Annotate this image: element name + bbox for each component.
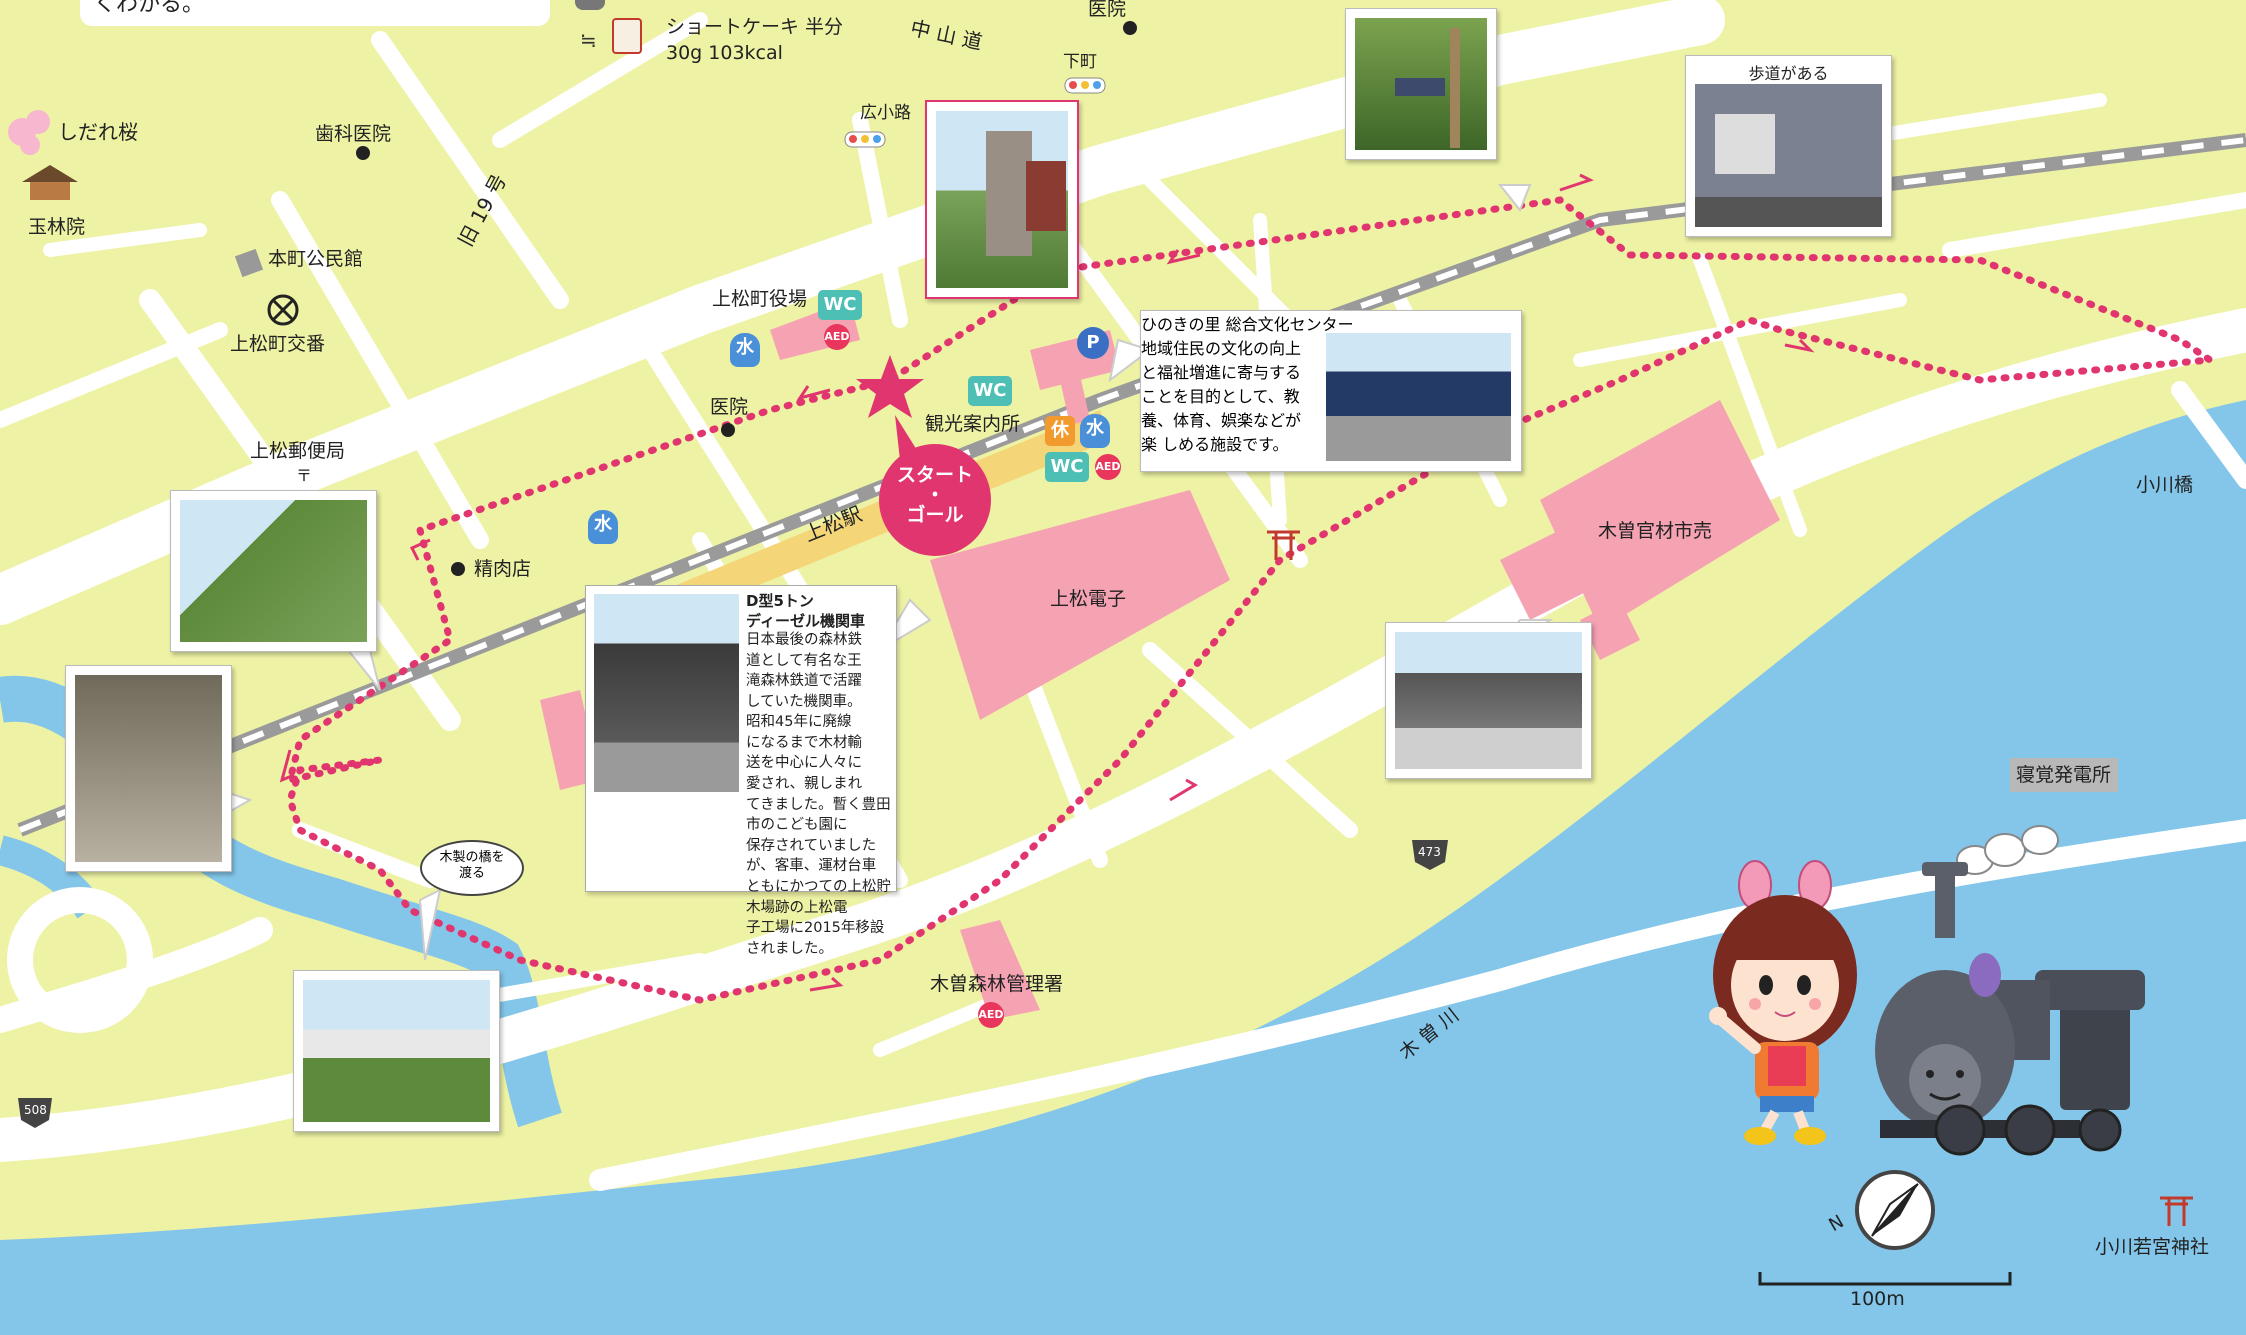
route-arrow [1166, 249, 1201, 265]
top-note-box: くわかる。 [80, 0, 550, 26]
wc-badge-station: WC [968, 376, 1012, 406]
diesel-title: D型5トン ディーゼル機関車 [746, 592, 865, 630]
dot-iin-top [1123, 21, 1137, 35]
route-473-shield [1412, 840, 1448, 870]
dot-shika [356, 146, 370, 160]
scale-bar [1758, 1272, 2012, 1286]
traffic-signal-shimomachi [1064, 77, 1106, 94]
photo-kanzai [1385, 622, 1592, 779]
dot-iin-mid [721, 423, 735, 437]
walking-route [285, 196, 2221, 1004]
wc-badge-office: WC [818, 290, 862, 320]
community-hall-icon [234, 248, 264, 278]
label-ogawa-bridge: 小川橋 [2136, 474, 2194, 496]
info-hinoki: ひのきの里 総合文化センター 地域住民の文化の向上 と福祉増進に寄与する ことを… [1140, 310, 1522, 472]
label-scale: 100m [1850, 1288, 1905, 1310]
building-kanzai [1540, 400, 1780, 630]
start-star [856, 355, 924, 418]
label-kiso-kanzai: 木曽官材市売 [1598, 520, 1713, 542]
route-arrow [1559, 173, 1594, 192]
label-wakamiya-shrine: 小川若宮神社 [2095, 1236, 2210, 1258]
label-agematsu-denshi: 上松電子 [1050, 588, 1127, 610]
water-badge-south: 水 [588, 510, 618, 544]
shrine-icon [1267, 530, 1300, 560]
label-town-office: 上松町役場 [712, 288, 808, 310]
parking-badge: P [1077, 327, 1109, 359]
label-shika-iin: 歯科医院 [315, 123, 392, 145]
label-butcher: 精肉店 [474, 558, 532, 580]
dot-butcher [451, 562, 465, 576]
building-denshi [930, 490, 1230, 720]
label-shimomachi: 下町 [1063, 52, 1097, 72]
station-platform [640, 410, 1110, 630]
label-route508: 508 [24, 1103, 47, 1117]
label-iin-mid: 医院 [710, 396, 749, 418]
photo-bridge-path [65, 665, 232, 872]
temple-icon [8, 110, 78, 200]
route-arrow [796, 385, 831, 401]
label-agematsu-koban: 上松町交番 [230, 333, 326, 355]
wc-badge-station-2: WC [1045, 452, 1089, 482]
route-arrow [279, 749, 295, 783]
start-goal-bubble [879, 444, 991, 556]
diesel-body: 日本最後の森林鉄 道として有名な王 滝森林鉄道で活躍 していた機関車。 昭和45… [746, 632, 891, 957]
photo-houses [293, 970, 500, 1132]
photo-underpass: 歩道がある [1685, 55, 1892, 237]
photo-tower [925, 100, 1079, 299]
label-tourist-info: 観光案内所 [925, 413, 1021, 435]
cake-kcal: 30g 103kcal [666, 42, 783, 64]
police-box-icon [267, 294, 299, 326]
wooden-bridge-bubble: 木製の橋を 渡る [420, 840, 524, 896]
mascot-illustration [1709, 860, 1857, 1145]
water-badge-station: 水 [1080, 414, 1110, 448]
cake-strip [575, 0, 605, 10]
aed-badge-office: AED [824, 324, 850, 350]
compass-icon [1855, 1170, 1935, 1250]
wooden-bridge-text: 木製の橋を 渡る [439, 850, 505, 882]
route-arrow [1169, 778, 1198, 802]
photo-diesel [594, 594, 739, 792]
info-diesel: D型5トン ディーゼル機関車 日本最後の森林鉄 道として有名な王 滝森林鉄道で活… [585, 585, 897, 957]
label-shidarezakura: しだれ桜 [58, 120, 138, 144]
label-post-office: 上松郵便局 [250, 440, 346, 462]
label-gyokurin-in: 玉林院 [28, 216, 86, 238]
water-badge-office: 水 [730, 333, 760, 367]
aed-badge-station: AED [1095, 454, 1121, 480]
route-508-shield [18, 1098, 52, 1128]
cake-icon [612, 18, 642, 54]
top-note-text: くわかる。 [94, 0, 205, 17]
traffic-signal-hirokoji [844, 131, 886, 148]
locomotive-illustration [1875, 825, 2145, 1156]
label-route473: 473 [1418, 845, 1441, 859]
photo-rail-path [170, 490, 377, 652]
approx-icon: ≒ [580, 28, 597, 52]
aed-badge-forest: AED [978, 1002, 1004, 1028]
hinoki-body: 地域住民の文化の向上 と福祉増進に寄与する ことを目的として、教 養、体育、娯楽… [1141, 339, 1302, 454]
rest-badge: 休 [1045, 416, 1075, 446]
label-forest-office: 木曽森林管理署 [930, 973, 1064, 995]
photo-signpost [1345, 8, 1497, 160]
photo-hinoki [1326, 333, 1511, 461]
label-iin-top: 医院 [1088, 0, 1127, 20]
route-arrow [409, 538, 431, 561]
route-arrow [1784, 338, 1815, 353]
cake-name: ショートケーキ 半分 [666, 16, 844, 38]
label-honmachi-kominkan: 本町公民館 [268, 248, 364, 270]
hinoki-title: ひのきの里 総合文化センター [1141, 315, 1354, 334]
label-nezame-power: 寝覚発電所 [2016, 764, 2112, 786]
kiso-river [0, 400, 2246, 1335]
route-arrow [809, 976, 844, 992]
post-mark-icon: 〒 [296, 466, 313, 485]
caption-sidewalk: 歩道がある [1748, 64, 1829, 83]
wakamiya-shrine-icon [2160, 1196, 2193, 1226]
start-goal-label: スタート ・ ゴール [896, 464, 973, 526]
label-hirokoji: 広小路 [860, 103, 911, 123]
